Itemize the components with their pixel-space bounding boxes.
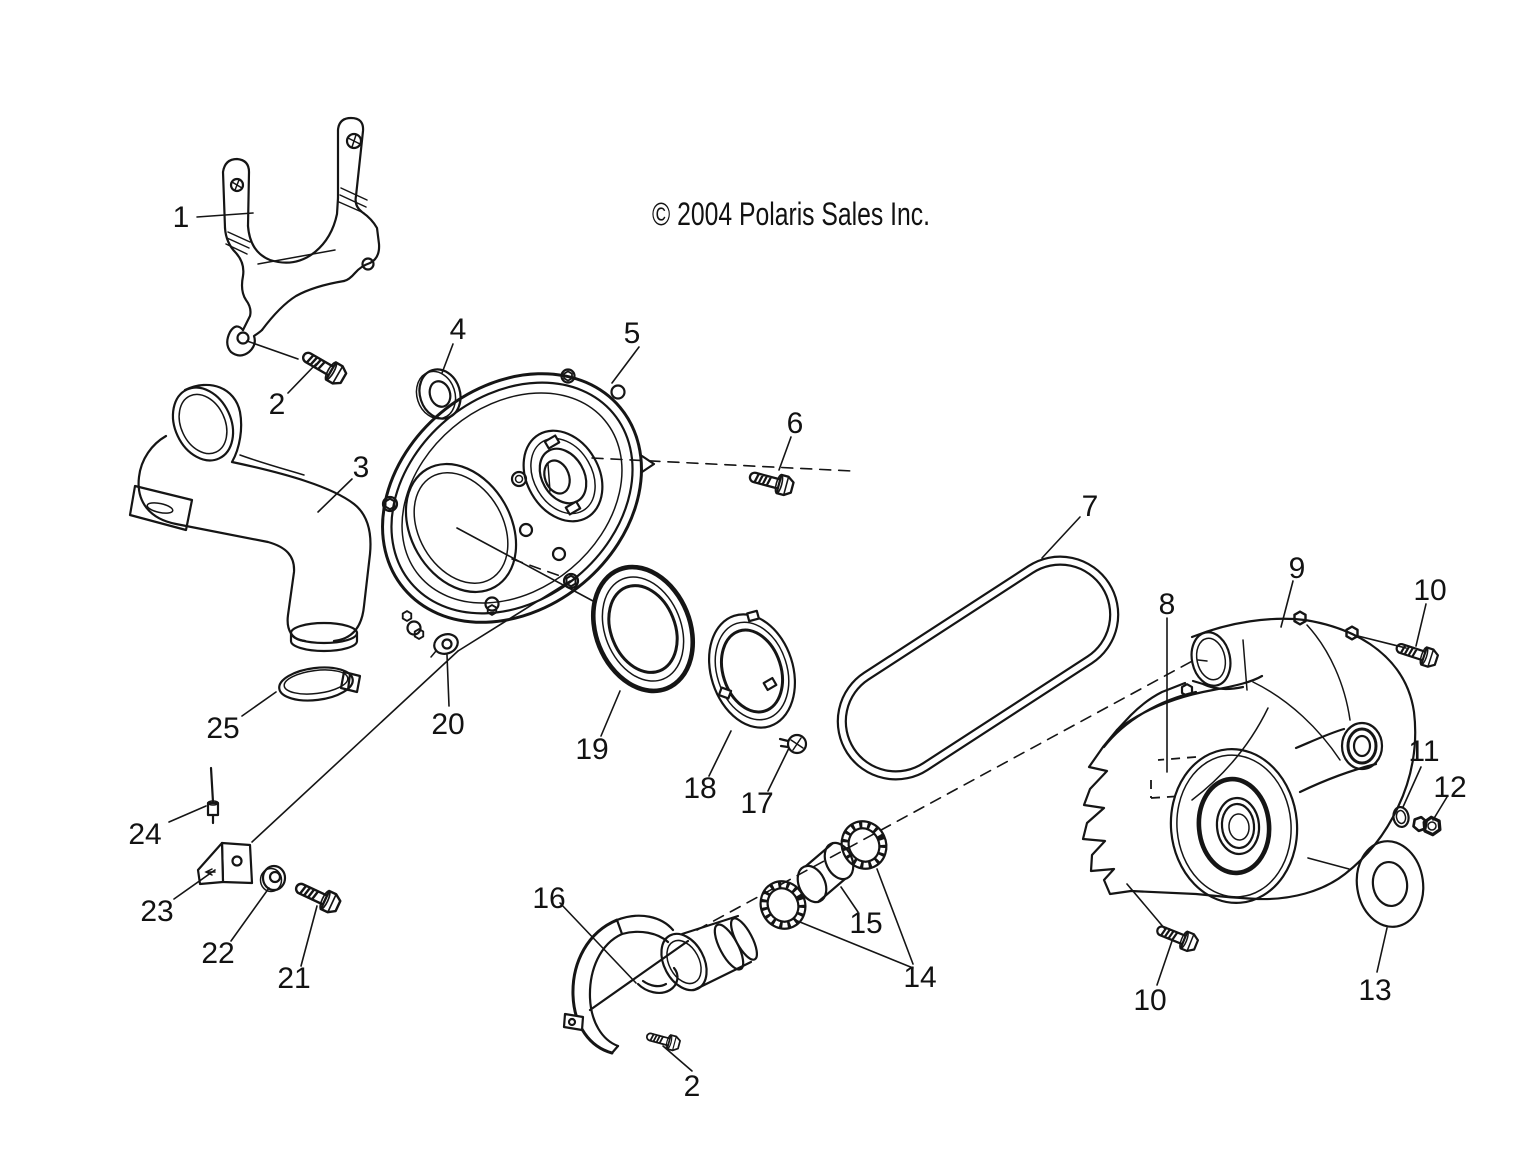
- callout-22: 22: [201, 937, 234, 970]
- callout-6: 6: [787, 407, 804, 440]
- part-outer-cover: [1081, 610, 1417, 905]
- callout-19: 19: [575, 733, 608, 766]
- leader-line: [168, 805, 207, 823]
- leader-line: [876, 868, 914, 965]
- part-bracket-23: [196, 841, 254, 886]
- part-oring-11: [1392, 805, 1410, 829]
- callout-7: 7: [1082, 490, 1099, 523]
- leader-line: [446, 654, 450, 707]
- leader-line: [611, 346, 640, 384]
- leader-lines: [168, 212, 1448, 1072]
- callout-10: 10: [1413, 574, 1446, 607]
- callout-5: 5: [624, 317, 641, 350]
- assembly-axis-dashed-line: [591, 457, 853, 472]
- leader-line: [1041, 516, 1081, 559]
- part-retainer-18: [707, 609, 797, 729]
- leader-line: [317, 478, 353, 513]
- leader-line: [196, 212, 254, 218]
- part-washer-13: [1355, 840, 1425, 928]
- leader-line: [767, 747, 790, 792]
- part-seal-19: [590, 564, 696, 694]
- callout-16: 16: [532, 882, 565, 915]
- callout-1: 1: [173, 201, 190, 234]
- part-inner-cover: [381, 368, 656, 640]
- part-washer-20: [430, 633, 459, 658]
- part-bushing-15: [796, 841, 855, 904]
- part-bolt-6: [746, 465, 796, 498]
- callout-3: 3: [353, 451, 370, 484]
- part-mounting-bracket: [221, 116, 381, 357]
- leader-line: [600, 690, 621, 737]
- leader-line: [1280, 580, 1294, 628]
- part-nut-12: [1411, 814, 1442, 837]
- leader-line: [457, 580, 571, 652]
- leader-line: [794, 919, 914, 969]
- leader-line: [559, 902, 637, 984]
- leader-line: [1126, 883, 1166, 930]
- part-bolt-21: [291, 876, 344, 917]
- leader-line: [1307, 857, 1350, 870]
- leader-line: [246, 340, 299, 360]
- leader-line: [300, 905, 318, 967]
- callout-23: 23: [140, 895, 173, 928]
- leader-line: [287, 363, 317, 394]
- part-hose-clamp: [278, 666, 362, 702]
- leader-line: [1376, 927, 1388, 973]
- callout-9: 9: [1289, 552, 1306, 585]
- leader-line: [1415, 603, 1427, 647]
- leader-line: [708, 730, 732, 777]
- callout-12: 12: [1433, 771, 1466, 804]
- callout-10: 10: [1133, 984, 1166, 1017]
- copyright-text: © 2004 Polaris Sales Inc.: [652, 196, 930, 232]
- part-pin-24: [206, 766, 220, 825]
- callout-18: 18: [683, 772, 716, 805]
- callout-25: 25: [206, 712, 239, 745]
- callout-2: 2: [269, 388, 286, 421]
- part-duct-shield: [562, 914, 759, 1055]
- leader-line: [173, 869, 216, 900]
- part-split-rings: [759, 820, 888, 930]
- leader-line: [778, 436, 792, 471]
- callout-4: 4: [450, 313, 467, 346]
- part-washer-22: [259, 864, 287, 893]
- callout-24: 24: [128, 818, 161, 851]
- callout-15: 15: [849, 907, 882, 940]
- leader-line: [241, 691, 277, 717]
- callout-21: 21: [277, 962, 310, 995]
- part-screw-17: [778, 733, 808, 755]
- callout-13: 13: [1358, 974, 1391, 1007]
- leader-line: [456, 527, 594, 602]
- leader-line: [230, 887, 270, 942]
- part-intake-duct: [128, 383, 372, 653]
- leader-line: [1156, 940, 1173, 986]
- leader-line: [251, 650, 459, 843]
- leader-line: [1402, 766, 1422, 808]
- part-drive-belt: [836, 555, 1120, 781]
- part-bolt-lower: [644, 1028, 682, 1053]
- callout-20: 20: [431, 708, 464, 741]
- callout-14: 14: [903, 961, 936, 994]
- assembly-axis-dashed-line: [511, 558, 567, 579]
- assembly-axis-dashed-line: [696, 658, 1197, 931]
- part-bolt-upper: [297, 345, 350, 388]
- callout-17: 17: [740, 787, 773, 820]
- callout-8: 8: [1159, 588, 1176, 621]
- leader-line: [1357, 635, 1407, 649]
- leader-line: [441, 343, 454, 374]
- leader-line: [1432, 796, 1448, 821]
- callout-2: 2: [684, 1070, 701, 1103]
- part-bolt-10-bottom: [1153, 919, 1201, 955]
- leader-line: [662, 1045, 693, 1072]
- callout-11: 11: [1408, 735, 1439, 768]
- leader-line: [840, 886, 859, 913]
